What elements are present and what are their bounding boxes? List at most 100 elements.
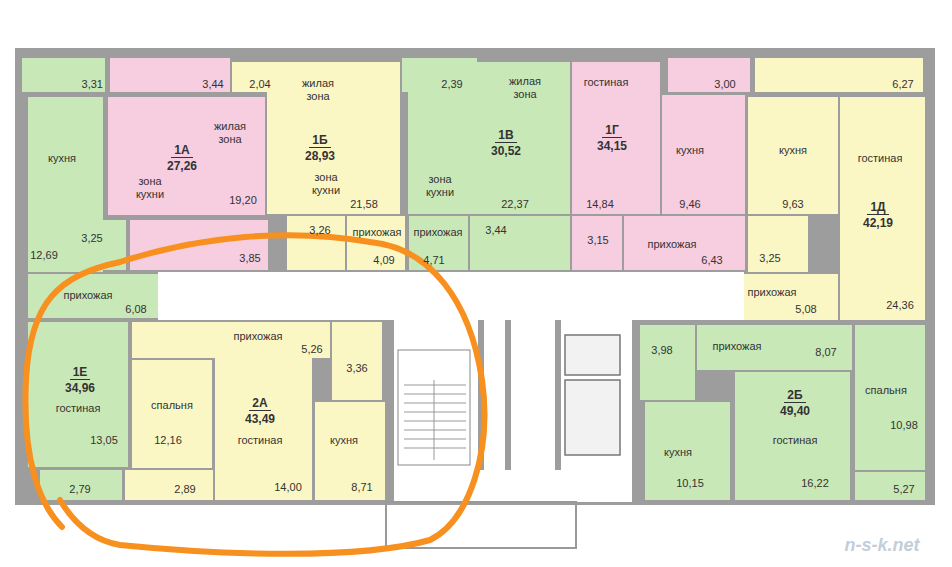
apartment-code: 1Д — [867, 200, 888, 215]
stair-core — [388, 320, 640, 502]
room-label: 2,89 — [174, 483, 195, 496]
room-label: 3,44 — [202, 78, 223, 91]
room: жилая зона1А27,26зона кухни19,20 — [108, 97, 265, 215]
room-label: жилая зона — [293, 77, 343, 103]
room-label: кухня — [664, 446, 692, 459]
room-label: 12,69 — [30, 249, 58, 262]
room: прихожая 5,08 — [744, 274, 838, 320]
room-label: прихожая — [63, 289, 112, 302]
room: 1Е34,96гостиная13,05 — [28, 322, 128, 467]
corridor — [158, 272, 744, 320]
apartment-code: 1А — [171, 143, 192, 158]
room: 5,27 — [855, 472, 925, 500]
watermark: n-s-k.net — [844, 535, 919, 556]
room: 3,98 — [640, 325, 695, 400]
room-label: 2,79 — [69, 483, 90, 496]
room-label: прихожая — [647, 238, 696, 251]
room-label: кухня — [779, 144, 807, 157]
room-label: 2,04 — [249, 78, 270, 91]
room: 3,31 — [22, 58, 105, 92]
room: 3,44 — [470, 216, 570, 270]
room-label: 3,00 — [714, 78, 735, 91]
room-label: спальня — [865, 384, 907, 397]
wall — [632, 320, 640, 502]
room-label: зона кухни — [415, 173, 465, 199]
apartment-area: 34,15 — [597, 139, 627, 153]
elevator-shaft — [565, 380, 620, 455]
room-label: зона кухни — [301, 171, 351, 197]
room-label: 14,00 — [274, 481, 302, 494]
room-label: 6,43 — [701, 254, 722, 267]
room-label: прихожая — [352, 226, 401, 239]
room-label: 3,44 — [485, 224, 506, 237]
room: гостиная1Г34,1514,84 — [572, 62, 660, 214]
room-label: 4,71 — [423, 254, 444, 267]
apartment-area: 43,49 — [245, 412, 275, 426]
room: 3,85 — [130, 220, 268, 270]
apartment-area: 42,19 — [863, 216, 893, 230]
room: прихожая8,07 — [697, 325, 852, 370]
room: спальня 10,98 — [855, 325, 925, 470]
room: кухня9,46 — [662, 95, 745, 214]
entrance-platform — [386, 502, 576, 548]
wall — [388, 320, 394, 502]
room-label: 5,08 — [795, 303, 816, 316]
room: 3,36 — [332, 322, 382, 400]
apartment-area: 34,96 — [65, 381, 95, 395]
room: 3,25 — [748, 216, 808, 272]
wall — [478, 320, 484, 470]
apartment-area: 27,26 — [167, 159, 197, 173]
stair-flight — [398, 350, 470, 465]
room-label: 4,09 — [373, 254, 394, 267]
room-label: 3,98 — [651, 344, 672, 357]
apartment-code: 1Е — [70, 365, 91, 380]
room-label: 16,22 — [801, 477, 829, 490]
room: кухня8,71 — [315, 402, 385, 500]
room-label: 13,05 — [90, 434, 118, 447]
apartment-code: 1Б — [309, 133, 330, 148]
room-label: прихожая — [413, 226, 462, 239]
room-label: 5,27 — [893, 483, 914, 496]
room: кухня10,15 — [645, 402, 730, 500]
room-label: гостиная — [238, 434, 283, 447]
room-label: 9,63 — [782, 198, 803, 211]
apartment-area: 49,40 — [780, 404, 810, 418]
room-label: 14,84 — [586, 198, 614, 211]
room-label: 8,71 — [351, 481, 372, 494]
room-label: 3,25 — [81, 232, 102, 245]
room: гостиная1Д42,1924,36 — [840, 97, 925, 320]
room-label: 10,98 — [890, 419, 918, 432]
apartment-area: 30,52 — [491, 144, 521, 158]
room: 3,00 — [668, 58, 750, 92]
room: 2,79 — [40, 470, 122, 500]
room: 2Б49,40гостиная16,22 — [735, 372, 850, 500]
room-label: кухня — [48, 152, 76, 165]
stair-steps — [404, 380, 466, 460]
building-footprint — [15, 48, 935, 505]
room-label: гостиная — [584, 76, 629, 89]
room: прихожая5,26 — [132, 322, 330, 358]
room-label: кухня — [676, 144, 704, 157]
room-label: жилая зона — [500, 75, 550, 101]
room: 3,15 — [572, 216, 622, 270]
room-label: 2,39 — [441, 78, 462, 91]
room-label: 12,16 — [154, 434, 182, 447]
room: прихожая 4,09 — [347, 216, 405, 270]
room: прихожая 6,43 — [624, 216, 745, 270]
room: 2А43,49 гостиная 14,00 — [215, 358, 312, 500]
apartment-code: 2Б — [784, 388, 805, 403]
room-label: прихожая — [747, 286, 796, 299]
room: 3,25 — [70, 220, 126, 270]
room: кухня 9,63 — [748, 97, 838, 214]
room: 3,44 — [110, 58, 230, 92]
room-label: гостиная — [858, 152, 903, 165]
room-label: 3,85 — [239, 252, 260, 265]
orange-circle — [25, 235, 484, 554]
room: жилая зона1Б28,93зона кухни21,58 — [267, 62, 400, 214]
room-label: 3,25 — [759, 252, 780, 265]
room-label: спальня — [151, 399, 193, 412]
room-label: зона кухни — [125, 175, 175, 201]
apartment-code: 2А — [249, 396, 270, 411]
room: 3,26 — [287, 216, 345, 270]
